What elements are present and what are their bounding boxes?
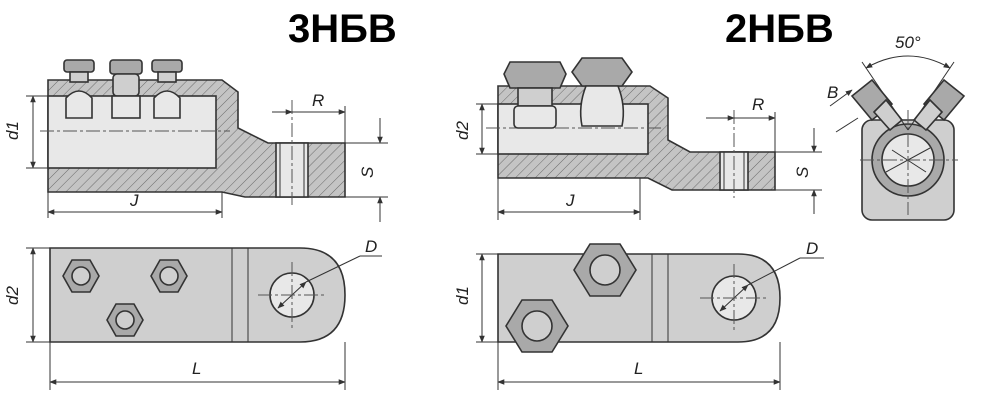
bolt-head-3 bbox=[106, 303, 144, 337]
end-view-2nbv: 50° B bbox=[827, 33, 966, 221]
bolt-head-1 bbox=[62, 259, 100, 293]
side-view-3nbv: d1 J R S bbox=[3, 59, 388, 222]
dim-label-r: R bbox=[752, 95, 764, 114]
bolt-1 bbox=[503, 61, 567, 129]
angled-bolt-left bbox=[850, 78, 904, 132]
lug-outline bbox=[497, 253, 781, 343]
bolt-1 bbox=[63, 59, 95, 119]
dim-label-s: S bbox=[358, 166, 377, 178]
angled-bolt-right bbox=[912, 78, 966, 132]
top-view-3nbv: d2 D L bbox=[3, 237, 382, 390]
dim-label-d2: d2 bbox=[453, 121, 472, 140]
bolt-3 bbox=[151, 59, 183, 119]
dim-label-s: S bbox=[793, 166, 812, 178]
title-2nbv: 2НБВ bbox=[725, 7, 834, 51]
dim-label-d2: d2 bbox=[3, 286, 22, 305]
title-3nbv: 3НБВ bbox=[288, 7, 397, 51]
part-3nbv: d1 J R S bbox=[3, 59, 388, 390]
bolt-2 bbox=[109, 59, 143, 119]
dim-label-d: D bbox=[806, 239, 818, 258]
dim-label-l: L bbox=[192, 359, 201, 378]
bolt-head-2 bbox=[150, 259, 188, 293]
dim-label-d1: d1 bbox=[3, 121, 22, 140]
dim-label-j: J bbox=[565, 191, 575, 210]
dim-label-j: J bbox=[129, 191, 139, 210]
dim-label-d1: d1 bbox=[453, 286, 472, 305]
dim-label-b: B bbox=[827, 83, 838, 102]
dim-label-r: R bbox=[312, 91, 324, 110]
dim-label-l: L bbox=[634, 359, 643, 378]
side-view-2nbv: d2 J R S bbox=[453, 57, 822, 220]
dim-label-d: D bbox=[365, 237, 377, 256]
bolt-head-2 bbox=[505, 299, 569, 353]
dim-label-angle: 50° bbox=[895, 33, 921, 52]
bolt-2 bbox=[571, 57, 633, 127]
top-view-2nbv: d1 D L bbox=[453, 239, 824, 390]
bolt-head-1 bbox=[573, 243, 637, 297]
part-2nbv: d2 J R S bbox=[453, 33, 966, 390]
